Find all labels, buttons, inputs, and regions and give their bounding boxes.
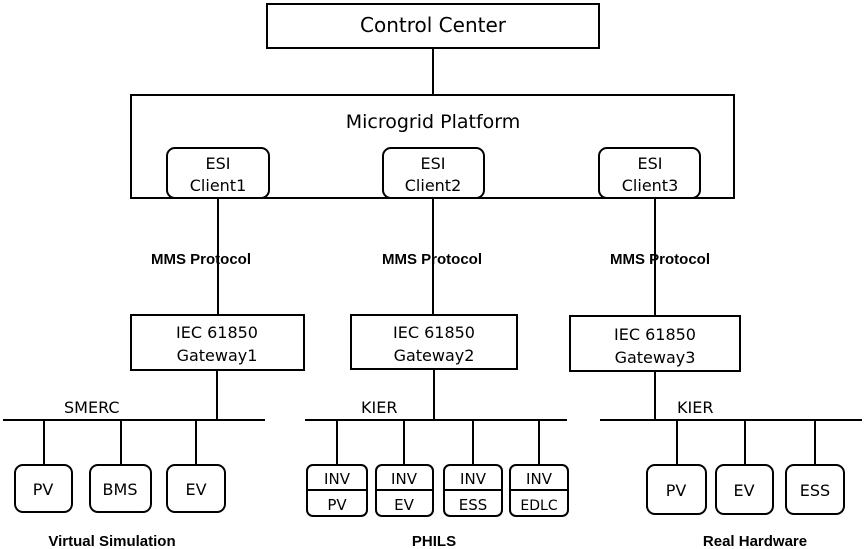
virtual-device-label-1: PV	[33, 480, 54, 499]
phils-device-top-3: INV	[460, 470, 487, 488]
phils-device-bottom-2: EV	[394, 496, 414, 514]
phils-device-top-4: INV	[526, 470, 553, 488]
real-device-label-3: ESS	[800, 481, 830, 500]
section-label-real: Real Hardware	[703, 533, 807, 549]
section-label-virtual: Virtual Simulation	[48, 533, 175, 549]
microgrid-platform-title: Microgrid Platform	[346, 111, 521, 133]
bus-label-1: SMERC	[64, 398, 120, 417]
phils-device-bottom-1: PV	[327, 496, 347, 514]
control-center-label: Control Center	[360, 13, 507, 37]
virtual-device-box-1	[14, 464, 73, 513]
virtual-device-box-3	[166, 464, 226, 513]
control-center-box	[266, 3, 600, 49]
gateway3-line1: IEC 61850	[614, 325, 696, 344]
esi-client3-line1: ESI	[638, 154, 663, 173]
protocol-label-3: MMS Protocol	[610, 251, 710, 268]
gateway3-box	[569, 315, 741, 372]
phils-device-bottom-3: ESS	[459, 496, 488, 514]
virtual-device-box-2	[89, 464, 152, 513]
esi-client3-line2: Client3	[622, 176, 679, 195]
real-device-box-3	[785, 464, 845, 515]
real-device-box-2	[715, 464, 774, 515]
esi-client1-box	[166, 147, 270, 199]
esi-client1-line1: ESI	[206, 154, 231, 173]
esi-client2-box	[382, 147, 485, 199]
real-device-label-2: EV	[733, 481, 754, 500]
section-label-phils: PHILS	[412, 533, 456, 549]
real-device-box-1	[646, 464, 707, 515]
esi-client1-line2: Client1	[190, 176, 247, 195]
phils-device-bottom-4: EDLC	[520, 498, 557, 514]
virtual-device-label-2: BMS	[103, 480, 138, 499]
gateway1-line1: IEC 61850	[176, 323, 258, 342]
esi-client3-box	[598, 147, 701, 199]
protocol-label-2: MMS Protocol	[382, 251, 482, 268]
gateway3-line2: Gateway3	[615, 348, 696, 367]
gateway1-box	[130, 314, 305, 371]
real-device-label-1: PV	[666, 481, 687, 500]
gateway2-line1: IEC 61850	[393, 323, 475, 342]
phils-device-top-2: INV	[391, 470, 418, 488]
phils-device-top-1: INV	[324, 470, 351, 488]
gateway1-line2: Gateway1	[177, 346, 258, 365]
esi-client2-line1: ESI	[421, 154, 446, 173]
esi-client2-line2: Client2	[405, 176, 462, 195]
virtual-device-label-3: EV	[185, 480, 206, 499]
protocol-label-1: MMS Protocol	[151, 251, 251, 268]
bus-label-3: KIER	[677, 398, 713, 417]
bus-label-2: KIER	[361, 398, 397, 417]
gateway2-line2: Gateway2	[394, 346, 475, 365]
